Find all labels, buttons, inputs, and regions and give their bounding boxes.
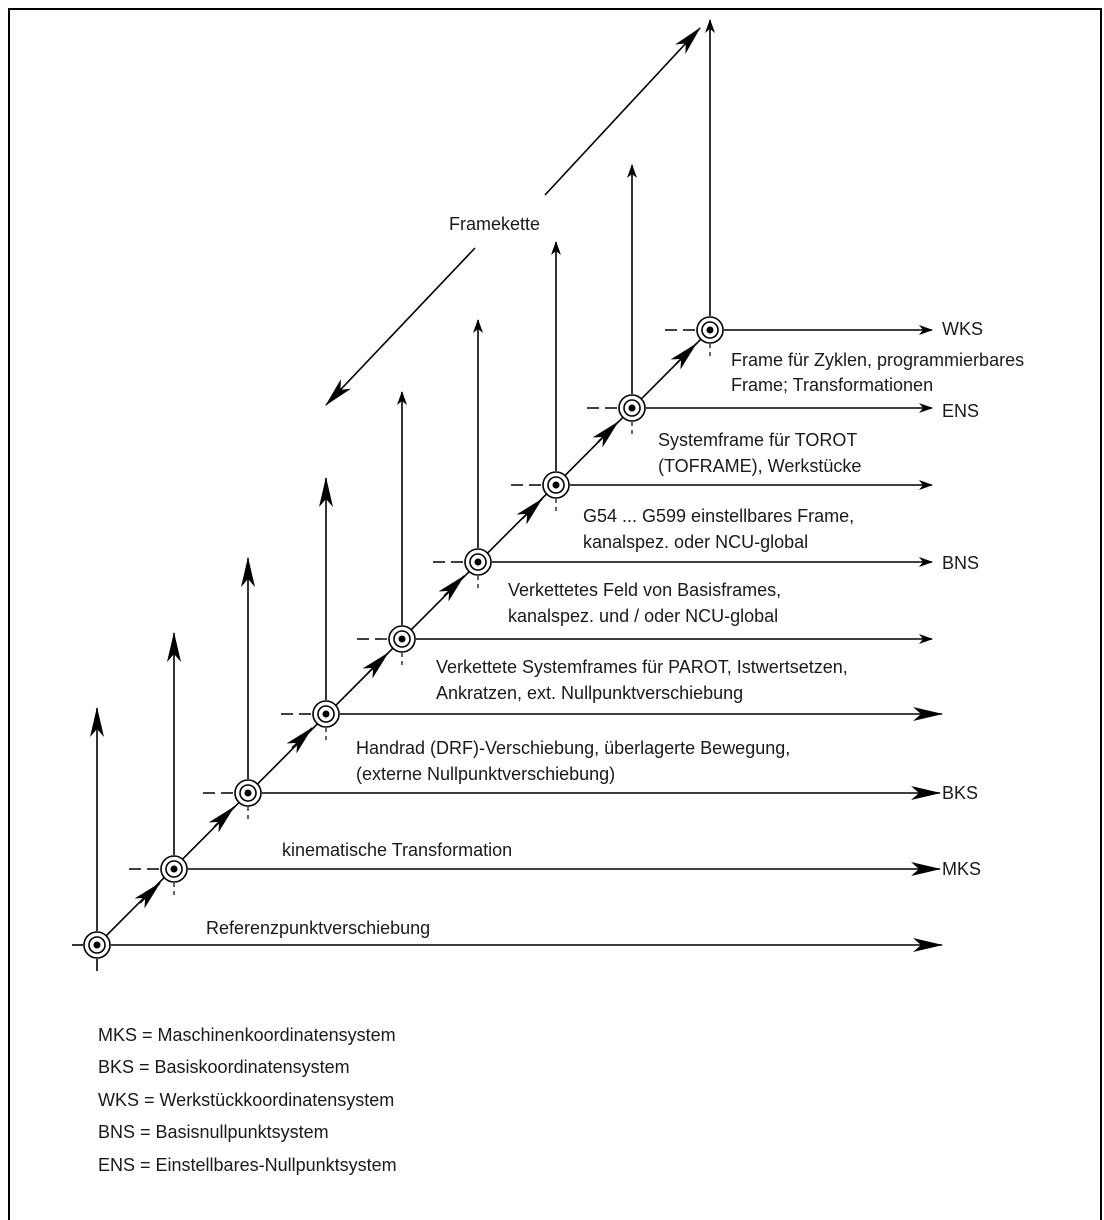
origin-center-dot — [322, 710, 330, 718]
diagram-geometry — [72, 19, 943, 971]
diagram-frame — [8, 8, 1102, 1220]
axis-label-wks: WKS — [942, 319, 983, 339]
legend-bns: BNS = Basisnullpunktsystem — [98, 1122, 329, 1142]
label-g54a: G54 ... G599 einstellbares Frame, — [583, 506, 854, 526]
label-sys2: Ankratzen, ext. Nullpunktverschiebung — [436, 683, 743, 703]
chain-label: Framekette — [449, 214, 540, 234]
chain-step-arrow — [362, 652, 389, 679]
label-basis1: Verkettetes Feld von Basisframes, — [508, 580, 781, 600]
origin-center-dot — [93, 941, 101, 949]
axis-label-ens: ENS — [942, 401, 979, 421]
chain-step-arrow — [438, 575, 465, 602]
chain-step-arrow — [286, 727, 313, 754]
label-basis2: kanalspez. und / oder NCU-global — [508, 606, 778, 626]
origin-center-dot — [628, 404, 636, 412]
origin-center-dot — [474, 558, 482, 566]
origin-center-dot — [244, 789, 252, 797]
label-kin: kinematische Transformation — [282, 840, 512, 860]
origin-center-dot — [398, 635, 406, 643]
origin-center-dot — [706, 326, 714, 334]
framekette-arrow-up — [544, 27, 701, 196]
chain-step-arrow — [516, 498, 543, 525]
label-zyk2: Frame; Transformationen — [731, 375, 933, 395]
chain-step-arrow — [670, 343, 697, 370]
chain-step-arrow — [134, 882, 161, 909]
chain-step-arrow — [592, 421, 619, 448]
label-torot1: Systemframe für TOROT — [658, 430, 857, 450]
chain-step-arrow — [208, 806, 235, 833]
label-ref: Referenzpunktverschiebung — [206, 918, 430, 938]
origin-center-dot — [170, 865, 178, 873]
axis-label-mks: MKS — [942, 859, 981, 879]
label-hand2: (externe Nullpunktverschiebung) — [356, 764, 615, 784]
legend-bks: BKS = Basiskoordinatensystem — [98, 1057, 350, 1077]
axis-label-bns: BNS — [942, 553, 979, 573]
framekette-arrow-down — [325, 247, 476, 406]
label-hand1: Handrad (DRF)-Verschiebung, überlagerte … — [356, 738, 790, 758]
legend: MKS = Maschinenkoordinatensystem BKS = B… — [98, 1025, 397, 1175]
axis-label-bks: BKS — [942, 783, 978, 803]
legend-mks: MKS = Maschinenkoordinatensystem — [98, 1025, 396, 1045]
label-torot2: (TOFRAME), Werkstücke — [658, 456, 861, 476]
legend-ens: ENS = Einstellbares-Nullpunktsystem — [98, 1155, 397, 1175]
label-zyk1: Frame für Zyklen, programmierbares — [731, 350, 1024, 370]
label-sys1: Verkettete Systemframes für PAROT, Istwe… — [436, 657, 848, 677]
label-g54b: kanalspez. oder NCU-global — [583, 532, 808, 552]
origin-center-dot — [552, 481, 560, 489]
legend-wks: WKS = Werkstückkoordinatensystem — [98, 1090, 394, 1110]
